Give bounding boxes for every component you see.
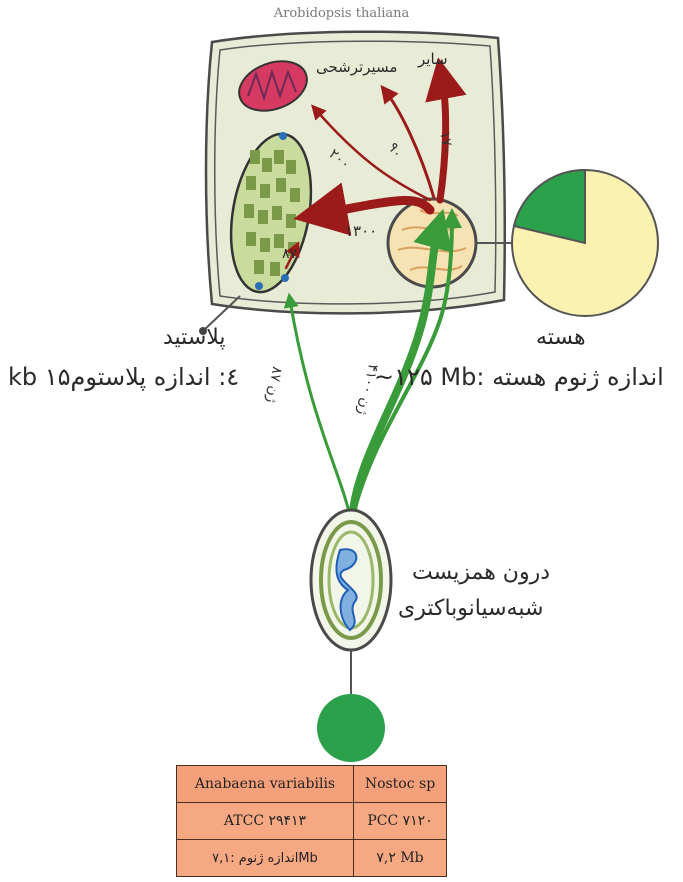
table-cell: ۷,۲ Mb (354, 840, 447, 877)
secretory-pathway-label: مسیرترشحی (316, 58, 397, 76)
table-cell: Nostoc sp (354, 766, 447, 803)
table-cell: ATCC ۲۹۴۱۳ (177, 803, 354, 840)
plastome-size-label: kb ۱۵٤: اندازه پلاستوم (8, 363, 239, 391)
table-cell: اندازه ژنوم :۷,۱Mb (177, 840, 354, 877)
nucleus-label: هسته (536, 325, 586, 350)
nuclear-genome-size-label: ~۱۲۵ Mb: اندازه ژنوم هسته (374, 363, 664, 391)
cyanobacterium (311, 510, 391, 762)
table-row: اندازه ژنوم :۷,۱Mb ۷,۲ Mb (177, 840, 447, 877)
plastid-label: پلاستید (163, 325, 226, 350)
table-cell: PCC ۷۱۲۰ (354, 803, 447, 840)
arrow-count-87: ۸۷ (282, 246, 297, 262)
arrow-count-1300: ۱۳۰۰ (345, 222, 377, 240)
table-row: Anabaena variabilis Nostoc sp (177, 766, 447, 803)
cyanobacteria-genome-table: Anabaena variabilis Nostoc sp ATCC ۲۹۴۱۳… (176, 765, 447, 877)
endosymbiont-label-line2: شبه‌سیانوباکتری (398, 596, 543, 621)
table-row: ATCC ۲۹۴۱۳ PCC ۷۱۲۰ (177, 803, 447, 840)
species-title: Arobidopsis thaliana (0, 6, 683, 21)
other-label: سایر (418, 50, 448, 68)
table-cell: Anabaena variabilis (177, 766, 354, 803)
endosymbiont-label-line1: درون همزیست (412, 560, 550, 585)
